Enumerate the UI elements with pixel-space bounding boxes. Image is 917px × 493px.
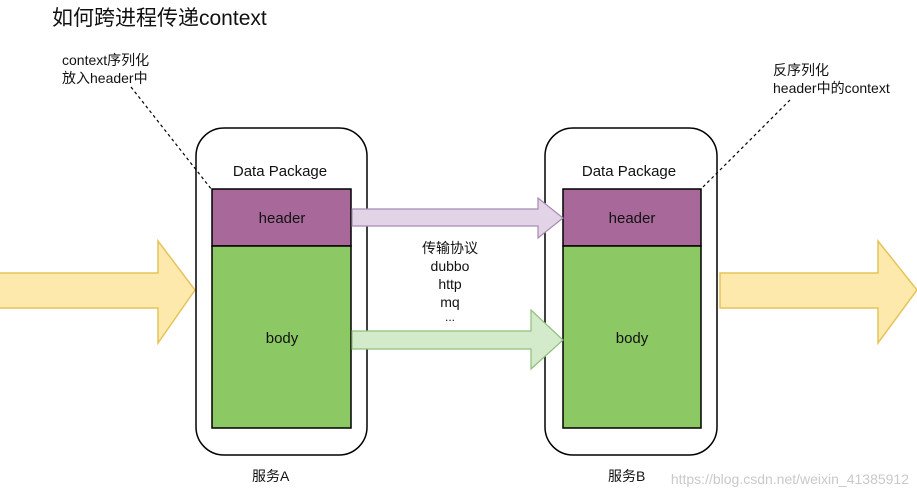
left-note-line: 放入header中 [62,70,148,86]
service-a-header-block [211,188,352,247]
protocol-item: ... [444,310,455,324]
right-note-line: header中的context [773,80,890,96]
service-b-header-label: header [609,210,656,227]
left-callout-line [130,86,213,191]
service-b-box-title: Data Package [582,163,676,180]
right-note: 反序列化 header中的context [773,61,890,97]
body-transfer-arrow [351,308,564,371]
protocol-item: mq [440,294,460,310]
protocol-label: 传输协议 [422,240,478,256]
service-b-name: 服务B [608,468,646,484]
header-transfer-arrow [351,196,564,240]
outgoing-arrow [719,238,917,346]
service-b-body-block [562,245,702,429]
protocol-item: http [438,276,462,292]
service-a-body-label: body [266,330,299,347]
service-b-body-label: body [616,330,649,347]
protocol-item: dubbo [430,258,470,274]
right-note-line: 反序列化 [773,62,829,78]
incoming-arrow [0,238,196,346]
service-a-body-block [211,245,352,429]
page-title: 如何跨进程传递context [52,7,267,30]
left-note: context序列化 放入header中 [62,51,149,87]
left-note-line: context序列化 [62,52,150,68]
service-a-header-label: header [259,210,306,227]
watermark: https://blog.csdn.net/weixin_41385912 [670,471,909,487]
service-a-name: 服务A [252,468,290,484]
service-a-box-title: Data Package [233,163,327,180]
